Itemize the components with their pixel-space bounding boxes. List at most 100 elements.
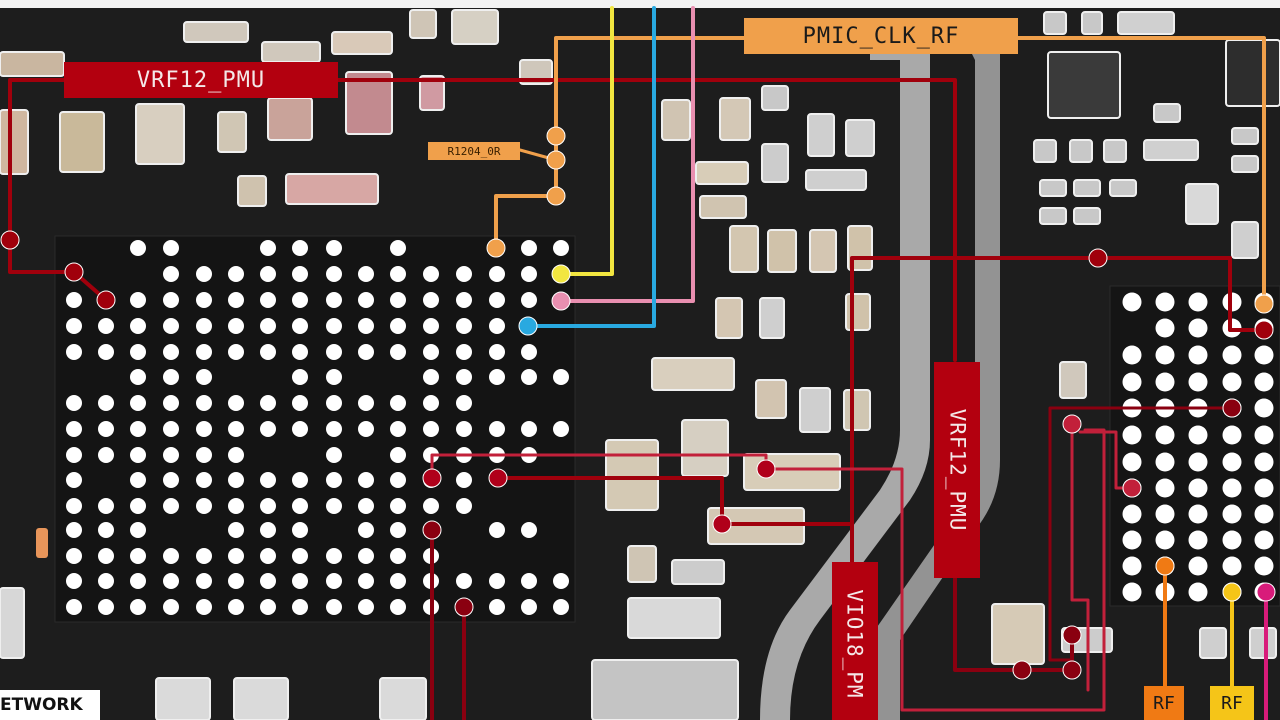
bga-ball — [553, 599, 569, 615]
smd-component — [1039, 207, 1067, 225]
bga-ball — [390, 292, 406, 308]
bga-ball — [228, 447, 244, 463]
bga-ball — [521, 421, 537, 437]
bga-ball — [326, 318, 342, 334]
bga-ball — [326, 472, 342, 488]
smd-component — [805, 169, 867, 191]
smd-component — [1185, 183, 1219, 225]
bga-ball — [489, 573, 505, 589]
bga-ball — [1188, 504, 1208, 524]
bga-ball — [130, 292, 146, 308]
bga-ball — [390, 421, 406, 437]
bga-ball — [1155, 478, 1175, 498]
bga-ball — [228, 318, 244, 334]
bga-ball — [228, 266, 244, 282]
bga-ball — [163, 599, 179, 615]
bga-ball — [98, 498, 114, 514]
bga-ball — [196, 395, 212, 411]
bga-ball — [456, 395, 472, 411]
bga-ball — [163, 318, 179, 334]
smd-component — [767, 229, 797, 273]
bga-ball — [1122, 582, 1142, 602]
bga-ball — [326, 395, 342, 411]
smd-component — [845, 119, 875, 157]
smd-component — [761, 85, 789, 111]
bga-ball — [130, 421, 146, 437]
bga-ball — [390, 599, 406, 615]
bga-ball — [456, 344, 472, 360]
bga-ball — [196, 498, 212, 514]
bga-ball — [1188, 452, 1208, 472]
vrf12-pmu-vertical-text: VRF12_PMU — [945, 408, 970, 532]
marked-point — [551, 264, 571, 284]
bga-ball — [326, 240, 342, 256]
bga-ball — [489, 292, 505, 308]
bga-ball — [196, 548, 212, 564]
bga-ball — [260, 498, 276, 514]
bga-ball — [260, 472, 276, 488]
bga-chip-right — [1109, 285, 1280, 607]
smd-component — [237, 175, 267, 207]
bga-ball — [1155, 425, 1175, 445]
bga-ball — [358, 344, 374, 360]
smd-component — [651, 357, 735, 391]
bga-ball — [163, 395, 179, 411]
network-watermark: ETWORK — [0, 690, 100, 720]
pmic-clk-rf-label: PMIC_CLK_RF — [744, 18, 1018, 54]
bga-ball — [260, 421, 276, 437]
trace-net-2 — [496, 476, 854, 526]
bga-ball — [1188, 425, 1208, 445]
bga-ball — [1254, 345, 1274, 365]
bga-ball — [456, 369, 472, 385]
bga-ball — [1122, 452, 1142, 472]
bga-ball — [66, 548, 82, 564]
smd-component — [1043, 11, 1067, 35]
bga-ball — [260, 292, 276, 308]
bga-ball — [423, 421, 439, 437]
bga-ball — [358, 548, 374, 564]
bga-ball — [553, 240, 569, 256]
bga-ball — [130, 522, 146, 538]
bga-ball — [358, 498, 374, 514]
smd-component — [715, 297, 743, 339]
bga-ball — [358, 472, 374, 488]
smd-component — [1231, 155, 1259, 173]
bga-ball — [1254, 478, 1274, 498]
marked-point — [756, 459, 776, 479]
bga-ball — [358, 292, 374, 308]
bga-ball — [260, 318, 276, 334]
bga-ball — [1188, 318, 1208, 338]
marked-point — [422, 468, 442, 488]
bga-ball — [196, 472, 212, 488]
bga-ball — [228, 573, 244, 589]
bga-ball — [260, 395, 276, 411]
marked-point — [1254, 320, 1274, 340]
marked-point — [1222, 582, 1242, 602]
bga-ball — [292, 421, 308, 437]
bga-ball — [130, 369, 146, 385]
marked-point — [1012, 660, 1032, 680]
bga-ball — [130, 548, 146, 564]
bga-ball — [228, 472, 244, 488]
bga-ball — [260, 599, 276, 615]
smd-component — [755, 379, 787, 419]
trace-net-4 — [1070, 422, 1090, 692]
bga-ball — [228, 395, 244, 411]
bga-ball — [163, 266, 179, 282]
smd-component — [1143, 139, 1199, 161]
bga-ball — [358, 522, 374, 538]
bga-ball — [1222, 345, 1242, 365]
bga-ball — [1188, 345, 1208, 365]
bga-ball — [1222, 478, 1242, 498]
bga-ball — [130, 395, 146, 411]
smd-component — [661, 99, 691, 141]
smd-component — [807, 113, 835, 157]
bga-ball — [98, 447, 114, 463]
bga-ball — [130, 498, 146, 514]
rf-orange-label: RF — [1144, 686, 1184, 720]
smd-component — [1249, 627, 1277, 659]
bga-ball — [163, 548, 179, 564]
bga-ball — [98, 421, 114, 437]
bga-ball — [292, 522, 308, 538]
bga-ball — [326, 447, 342, 463]
